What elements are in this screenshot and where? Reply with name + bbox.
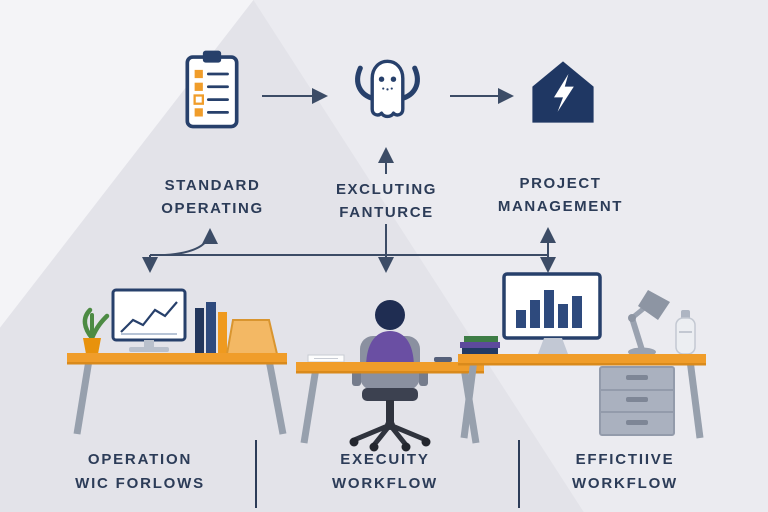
desk-top [67,353,287,362]
desk-lamp [628,290,670,357]
checklist-clipboard-icon [185,50,239,129]
robot-mouth-dot [386,88,389,91]
monitor-line-chart [111,288,187,352]
label-line: MANAGEMENT [497,198,624,215]
desk-top [296,362,484,371]
desk-leg [265,359,287,435]
bottle [675,310,696,355]
label-project-management: PROJECT MANAGEMENT [473,172,648,218]
workstation-right [458,272,706,439]
monitor-bar-chart [502,272,602,354]
desk-leg [300,367,320,444]
clipboard-clip [202,50,222,63]
desk-leg [686,359,704,439]
desk-notebook [434,357,452,362]
seated-person [366,300,414,368]
label-line: STANDARD [164,177,261,194]
label-standard-operating: STANDARD OPERATING [130,174,295,220]
person-head [375,300,405,330]
desk-leg [73,359,93,435]
robot-icon [355,59,420,119]
desk-top [458,354,706,363]
robot-mouth-dot [390,87,393,90]
desk-papers [307,354,345,363]
desk-top-edge [458,363,706,366]
caption-line: WORKFLOW [571,475,679,492]
robot-eye-left [378,76,385,82]
caption-operation-workflows: OPERATION WIC FORLOWS [40,448,240,496]
caption-line: OPERATION [87,451,193,468]
workstation-center [296,300,484,452]
desk-top-edge [296,371,484,374]
drawer-unit [599,366,675,436]
robot-mouth-dot [382,87,385,90]
caption-line: EFFICTIIVE [575,451,675,468]
label-line: FANTURCE [339,204,434,221]
robot-eye-right [390,76,397,82]
arrow-up-left-label [164,228,218,256]
plant [82,307,110,354]
caption-line: WORKFLOW [331,475,439,492]
person-torso [366,331,414,368]
desk-leg [460,359,478,439]
caption-effictiive-workflow: EFFICTIIVE WORKFLOW [530,448,720,496]
label-line: PROJECT [519,175,602,192]
label-line: EXCLUTING [335,181,438,198]
label-excluting-fanturce: EXCLUTING FANTURCE [304,178,469,224]
house-bolt-icon [532,61,594,123]
label-line: OPERATING [161,200,264,217]
desk-top-edge [67,362,287,365]
folder [225,319,279,355]
caption-divider-left [255,440,257,508]
caption-execuity-workflow: EXECUITY WORKFLOW [290,448,480,496]
stacked-books [460,336,500,354]
caption-line: EXECUITY [340,451,430,468]
clipboard-checklist-rows [193,69,229,117]
caption-divider-right [518,440,520,508]
caption-line: WIC FORLOWS [75,475,205,492]
workstation-left [67,288,287,435]
books [195,302,227,354]
lightning-bolt [554,74,574,112]
